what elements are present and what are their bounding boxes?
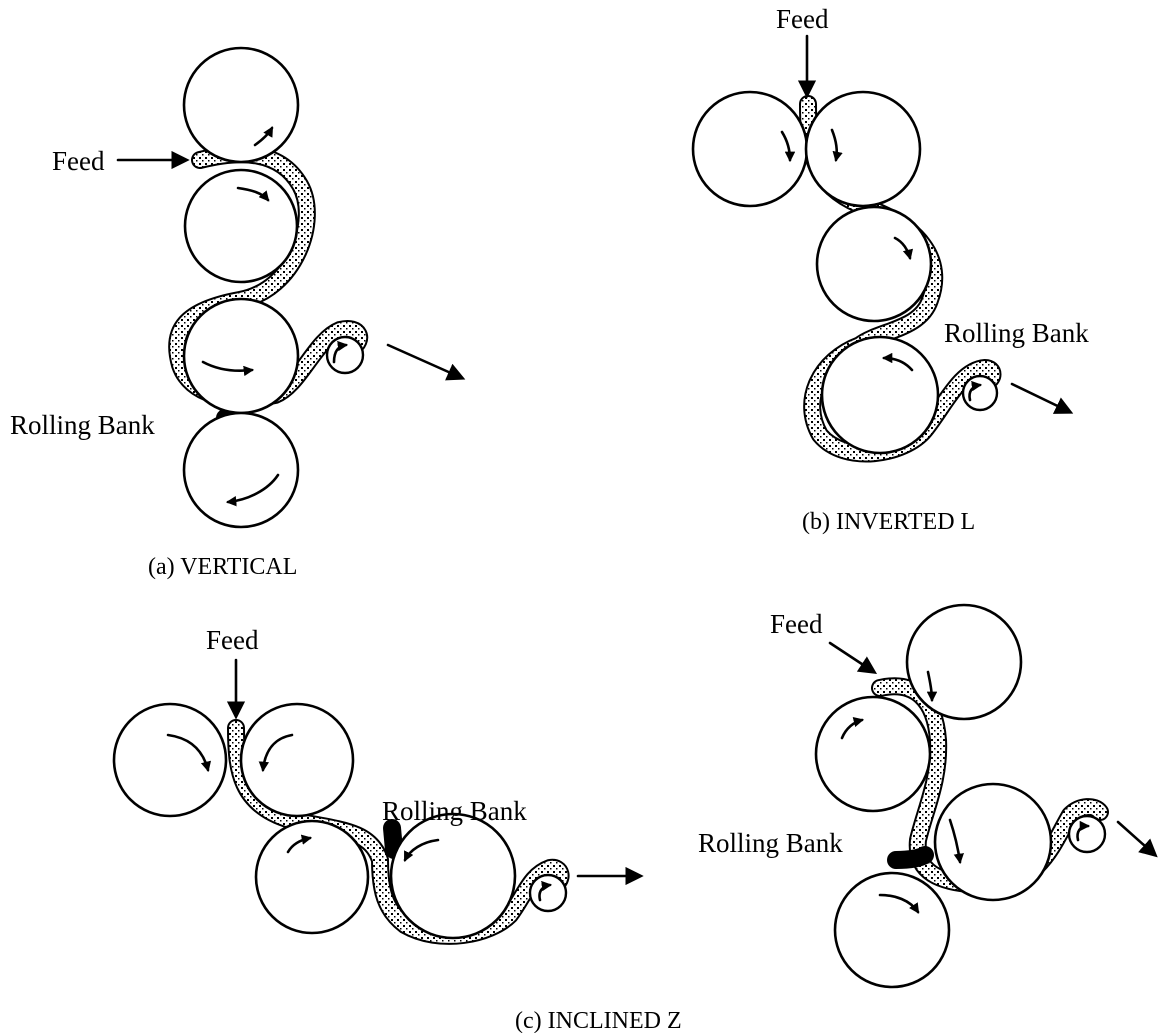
caption-inclined-z: (c) INCLINED Z <box>515 1008 682 1033</box>
output-arrow-icon <box>1010 382 1074 414</box>
rotation-arrow-icon <box>166 733 212 773</box>
rotation-arrow-icon <box>258 733 294 773</box>
wind-up-roll-vertical <box>325 335 365 375</box>
roll-3-vertical <box>182 297 300 415</box>
rotation-arrow-icon <box>332 340 349 364</box>
rotation-arrow-icon <box>225 473 280 507</box>
rolling-bank-label-inverted-l: Rolling Bank <box>944 318 1089 348</box>
roll-1-inclined-z-right <box>905 603 1023 721</box>
wind-up-roll-inclined-z <box>528 873 568 913</box>
rotation-arrow-icon <box>201 360 255 377</box>
feed-label-inclined-z-left: Feed <box>206 625 259 655</box>
roll-4-inclined-z <box>389 812 517 940</box>
rotation-arrow-icon <box>403 838 440 862</box>
roll-2-inclined-z <box>239 702 355 818</box>
rotation-arrow-icon <box>830 128 843 163</box>
rotation-arrow-icon <box>286 834 313 854</box>
roll-4-vertical <box>182 411 300 529</box>
rotation-arrow-icon <box>538 880 553 902</box>
roll-2-inverted-l <box>804 90 922 208</box>
output-arrow-icon <box>386 343 466 381</box>
wind-up-roll-inclined-z-right <box>1067 814 1107 854</box>
feed-label-vertical: Feed <box>52 146 105 176</box>
panel-inverted-l: Feed Rolling Bank (b) INVERTED L <box>691 4 1089 535</box>
rotation-arrow-icon <box>968 380 983 402</box>
roll-4-inclined-z-right <box>833 871 951 989</box>
caption-inverted-l: (b) INVERTED L <box>802 509 975 535</box>
roll-3-inclined-z-right <box>933 782 1053 902</box>
rotation-arrow-icon <box>948 818 964 865</box>
panel-inclined-z-right: Feed Rolling Bank <box>698 603 1158 989</box>
roll-1-inclined-z <box>112 702 228 818</box>
roll-1-vertical <box>182 46 300 164</box>
rotation-arrow-icon <box>893 236 914 261</box>
rolling-bank-label-inclined-z-right: Rolling Bank <box>698 828 843 858</box>
rotation-arrow-icon <box>878 893 920 914</box>
rotation-arrow-icon <box>236 186 270 202</box>
rotation-arrow-icon <box>253 126 274 147</box>
wind-up-roll-inverted-l <box>961 374 999 412</box>
roll-4-inverted-l <box>820 335 940 455</box>
feed-label-inclined-z-right: Feed <box>770 609 823 639</box>
roll-3-inclined-z <box>254 819 370 935</box>
roll-3-inverted-l <box>815 205 933 323</box>
roll-2-vertical <box>183 168 299 284</box>
feed-arrow-icon <box>828 641 878 675</box>
rotation-arrow-icon <box>1076 820 1091 842</box>
caption-vertical: (a) VERTICAL <box>148 554 297 580</box>
rolling-bank-label-inclined-z-left: Rolling Bank <box>382 796 527 826</box>
panel-vertical: Feed Rolling Bank (a) VERTICAL <box>10 46 466 580</box>
rotation-arrow-icon <box>840 716 865 740</box>
rotation-arrow-icon <box>780 130 796 163</box>
output-arrow-icon <box>1116 820 1158 858</box>
roll-2-inclined-z-right <box>814 695 932 813</box>
feed-label-inverted-l: Feed <box>776 4 829 34</box>
panel-inclined-z-left: Feed Rolling Bank <box>112 625 644 945</box>
rolling-bank-label-vertical: Rolling Bank <box>10 410 155 440</box>
rotation-arrow-icon <box>926 670 938 703</box>
rotation-arrow-icon <box>881 352 914 372</box>
